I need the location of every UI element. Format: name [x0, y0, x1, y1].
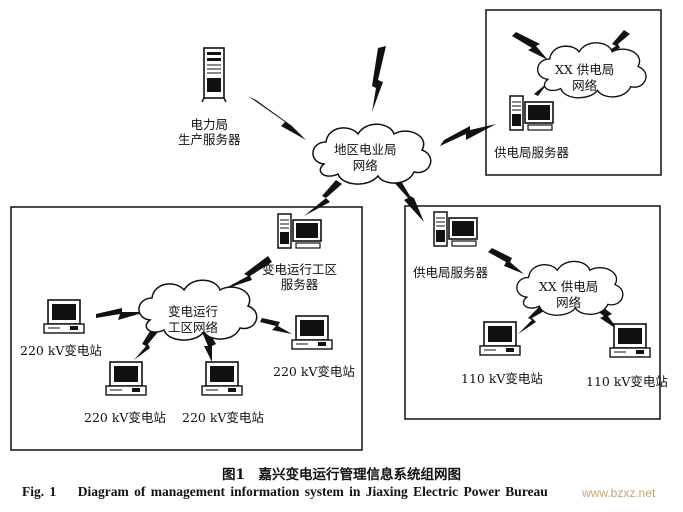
substation-220-label: 220 kV变电站	[20, 343, 102, 358]
link-bolt	[304, 180, 342, 216]
substation-110-label: 110 kV变电站	[461, 371, 543, 386]
substation-220-label: 220 kV变电站	[84, 410, 166, 425]
link-bolt	[600, 30, 630, 56]
supply-server-right-label: 供电局服务器	[413, 265, 489, 280]
tower-server-icon	[433, 211, 478, 247]
tower-server-icon	[277, 213, 322, 249]
figure-title: Diagram of management information system…	[77, 484, 548, 499]
figure-number: Fig. 1	[22, 484, 57, 499]
desktop-icon	[43, 299, 85, 334]
figure-caption-cn: 图1 嘉兴变电运行管理信息系统组网图	[222, 467, 461, 483]
power-bureau-server-label: 电力局 生产服务器	[178, 117, 241, 147]
desktop-icon	[609, 323, 651, 358]
watermark: www.bzxz.net	[582, 486, 656, 500]
link-bolt	[96, 308, 146, 320]
substation-110-label: 110 kV变电站	[586, 374, 668, 389]
desktop-icon	[291, 315, 333, 350]
ops-area-cloud-label: 变电运行 工区网络	[168, 304, 219, 335]
link-bolt	[222, 256, 272, 290]
link-bolt	[518, 306, 546, 334]
substation-220-label: 220 kV变电站	[182, 410, 264, 425]
supply-bureau-box	[404, 205, 661, 420]
link-bolt	[260, 318, 292, 334]
ops-area-box	[10, 206, 363, 451]
region-cloud-label: 地区电业局 网络	[334, 142, 397, 173]
link-bolt	[134, 328, 158, 360]
rack-server-icon	[201, 47, 227, 103]
xx-cloud-top-label: XX 供电局 网络	[555, 62, 615, 93]
link-bolt	[372, 46, 386, 112]
link-bolt	[392, 176, 424, 222]
desktop-icon	[105, 361, 147, 396]
tower-server-icon	[509, 95, 554, 131]
xx-bureau-box	[485, 9, 662, 176]
desktop-icon	[479, 321, 521, 356]
link-bolt	[440, 124, 496, 146]
link-bolt	[248, 96, 306, 140]
substation-220-label: 220 kV变电站	[273, 364, 355, 379]
xx-cloud-right-label: XX 供电局 网络	[539, 279, 599, 310]
ops-area-server-label: 变电运行工区 服务器	[262, 262, 338, 292]
link-bolt	[488, 248, 524, 274]
desktop-icon	[201, 361, 243, 396]
link-bolt	[512, 32, 548, 60]
figure-caption-en: Fig. 1 Diagram of management information…	[22, 484, 548, 500]
supply-server-top-label: 供电局服务器	[494, 145, 570, 160]
